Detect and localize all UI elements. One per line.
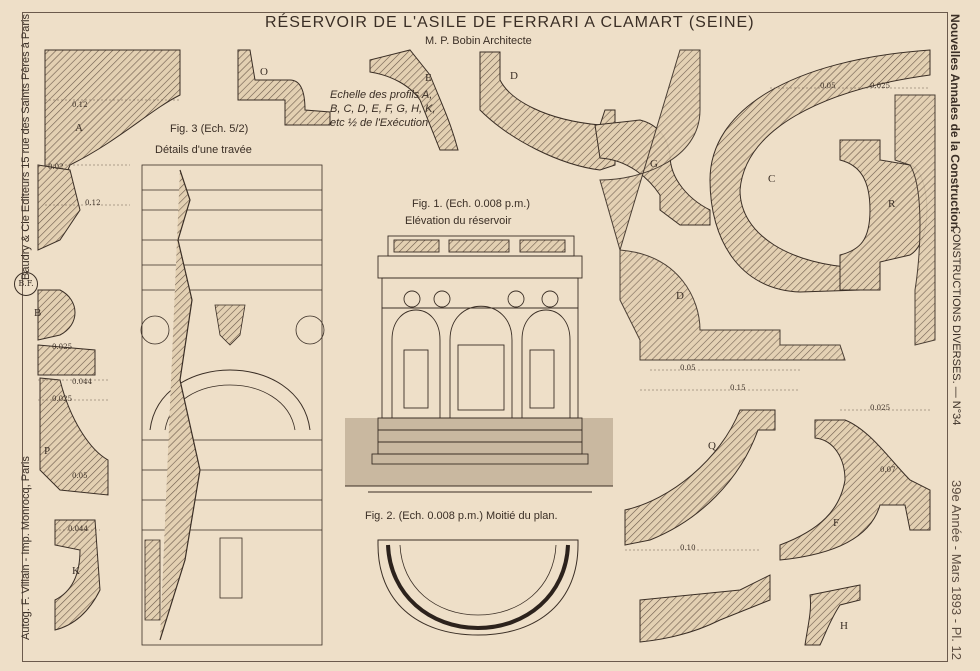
label-g: G — [650, 158, 658, 170]
dim-14: 0.10 — [680, 544, 696, 552]
label-p: P — [44, 445, 51, 457]
fig3-section — [140, 164, 325, 646]
profile-f — [779, 419, 931, 561]
label-c: C — [768, 173, 776, 185]
dim-3: 0.12 — [85, 199, 101, 207]
dim-15: 0.07 — [880, 466, 896, 474]
dim-8: 0.044 — [68, 525, 89, 533]
fig1-subtitle: Elévation du réservoir — [405, 215, 512, 227]
dim-7: 0.05 — [72, 472, 88, 480]
profile-k — [54, 519, 101, 631]
dim-10: 0.025 — [870, 82, 891, 90]
label-d-top: D — [510, 70, 518, 82]
fig2-plan — [377, 539, 579, 636]
dim-5: 0.044 — [72, 378, 93, 386]
dim-6: 0.025 — [52, 395, 73, 403]
plate-title: RÉSERVOIR DE L'ASILE DE FERRARI A CLAMAR… — [265, 14, 755, 31]
publisher-imprint: Baudry & Cie Editeurs 15 rue des Saints … — [20, 14, 32, 280]
dim-12: 0.05 — [680, 364, 696, 372]
dim-2: 0.02 — [48, 163, 64, 171]
plate-frame — [22, 12, 948, 662]
architect-credit: M. P. Bobin Architecte — [425, 35, 532, 47]
profile-d-large — [599, 49, 846, 361]
fig3-title: Fig. 3 (Ech. 5/2) — [170, 123, 249, 135]
scale-note: Echelle des profils A, B, C, D, E, F, G,… — [330, 89, 436, 129]
section-label: CONSTRUCTIONS DIVERSES. — N°34 — [950, 226, 962, 426]
profile-bottom — [639, 574, 771, 643]
issue-label: 39e Année - Mars 1893 - Pl. 12 — [949, 480, 964, 660]
profile-d-top — [479, 51, 616, 171]
profile-e — [369, 49, 459, 151]
dim-4: 0.025 — [52, 343, 73, 351]
profile-o — [237, 49, 331, 126]
label-f: F — [833, 517, 840, 529]
label-h: H — [840, 620, 848, 632]
fig1-title: Fig. 1. (Ech. 0.008 p.m.) — [412, 198, 530, 210]
label-d-large: D — [676, 290, 684, 302]
label-q: Q — [708, 440, 716, 452]
dimension-lines — [38, 87, 930, 551]
label-k: K — [72, 565, 80, 577]
fig1-elevation — [345, 235, 613, 493]
profile-q — [624, 409, 776, 546]
printer-imprint: Autog. F. Villain - Imp. Monrocq, Paris — [20, 456, 32, 640]
dim-11: 0.15 — [730, 384, 746, 392]
label-a: A — [75, 122, 83, 134]
journal-name: Nouvelles Annales de la Construction. — [948, 14, 962, 233]
publisher-stamp: B.F. — [14, 272, 38, 296]
profile-r — [839, 94, 936, 346]
dim-1: 0.12 — [72, 101, 88, 109]
fig2-title: Fig. 2. (Ech. 0.008 p.m.) Moitié du plan… — [365, 510, 558, 522]
label-r: R — [888, 198, 896, 210]
dim-13: 0.025 — [870, 404, 891, 412]
profile-a — [37, 49, 181, 251]
profile-c — [709, 49, 931, 293]
label-b: B — [34, 307, 42, 319]
fig3-subtitle: Détails d'une travée — [155, 144, 252, 156]
label-o: O — [260, 66, 268, 78]
dim-9: 0.05 — [820, 82, 836, 90]
profile-p — [39, 377, 109, 496]
label-e: E — [425, 72, 432, 84]
profile-h — [804, 584, 861, 646]
profile-b — [37, 289, 96, 376]
